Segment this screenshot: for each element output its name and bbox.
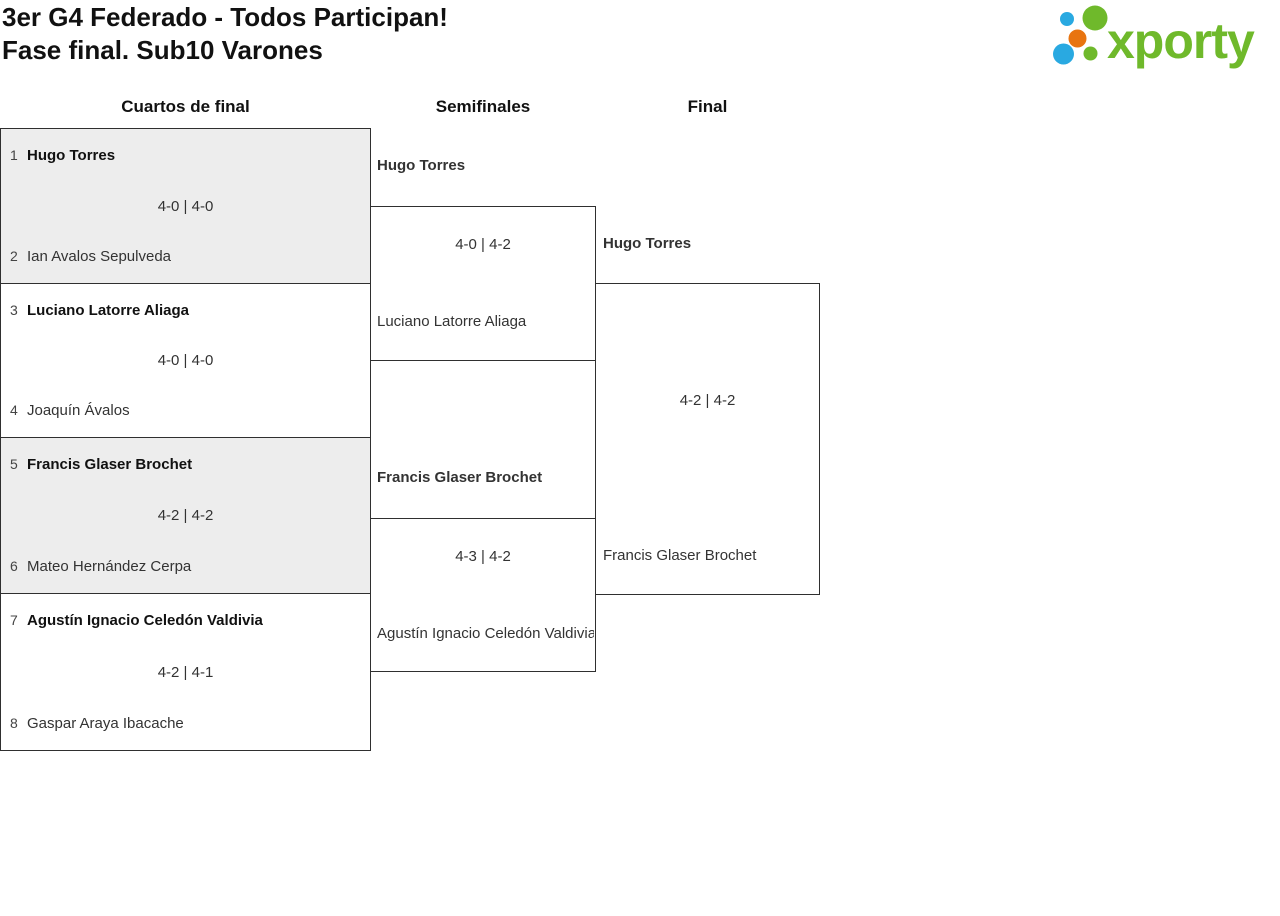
player-name: Mateo Hernández Cerpa xyxy=(27,558,192,575)
qf4-player1-row: 7 Agustín Ignacio Celedón Valdivia xyxy=(1,612,370,629)
qf3-match-box: 5 Francis Glaser Brochet 4-2 | 4-2 6 Mat… xyxy=(0,437,371,594)
match-score: 4-2 | 4-1 xyxy=(157,663,214,681)
logo-dot-green-large xyxy=(1082,5,1108,31)
match-score: 4-0 | 4-0 xyxy=(157,352,214,369)
qf2-player1-row: 3 Luciano Latorre Aliaga xyxy=(1,302,370,319)
player-name: Joaquín Ávalos xyxy=(27,402,130,419)
logo-dot-blue-small xyxy=(1060,12,1074,26)
seed-number: 3 xyxy=(10,302,18,318)
qf1-player1-row: 1 Hugo Torres xyxy=(1,147,370,164)
header: 3er G4 Federado - Todos Participan! Fase… xyxy=(2,1,448,67)
sf1-connector-box xyxy=(370,206,596,361)
sf1-player2-name: Luciano Latorre Aliaga xyxy=(377,313,527,330)
xporty-logo[interactable]: xporty xyxy=(1045,3,1275,73)
logo-dot-green-small xyxy=(1083,46,1098,61)
page-title: 3er G4 Federado - Todos Participan! xyxy=(2,2,448,32)
final-connector-box xyxy=(595,283,820,595)
player-name: Ian Avalos Sepulveda xyxy=(27,248,172,265)
sf2-match-score: 4-3 | 4-2 xyxy=(455,548,511,565)
seed-number: 4 xyxy=(10,402,18,418)
qf2-match-box: 3 Luciano Latorre Aliaga 4-0 | 4-0 4 Joa… xyxy=(0,283,371,438)
qf3-player1-row: 5 Francis Glaser Brochet xyxy=(1,456,370,473)
qf2-player2-row: 4 Joaquín Ávalos xyxy=(1,402,370,419)
match-score: 4-0 | 4-0 xyxy=(157,197,214,215)
qf4-match-box: 7 Agustín Ignacio Celedón Valdivia 4-2 |… xyxy=(0,593,371,751)
player-name: Hugo Torres xyxy=(27,147,116,164)
logo-wordmark: xporty xyxy=(1107,13,1255,69)
seed-number: 5 xyxy=(10,456,18,472)
seed-number: 6 xyxy=(10,558,18,574)
seed-number: 8 xyxy=(10,715,18,731)
column-header-final: Final xyxy=(687,97,728,116)
column-header-quarterfinals: Cuartos de final xyxy=(121,97,250,116)
qf4-player2-row: 8 Gaspar Araya Ibacache xyxy=(1,715,370,732)
seed-number: 7 xyxy=(10,612,18,628)
match-score: 4-2 | 4-2 xyxy=(157,507,214,524)
seed-number: 1 xyxy=(10,147,18,163)
logo-dot-orange xyxy=(1068,29,1087,48)
sf1-match-score: 4-0 | 4-2 xyxy=(455,236,511,253)
seed-number: 2 xyxy=(10,248,18,264)
column-header-semifinals: Semifinales xyxy=(435,97,531,116)
final-match-score: 4-2 | 4-2 xyxy=(679,392,736,409)
sf2-player2-name: Agustín Ignacio Celedón Valdivia xyxy=(377,625,594,642)
final-player1-name: Hugo Torres xyxy=(603,235,692,252)
xporty-logo-dots-icon: xporty xyxy=(1053,5,1256,69)
sf1-player1-name: Hugo Torres xyxy=(377,157,466,174)
qf3-player2-row: 6 Mateo Hernández Cerpa xyxy=(1,558,370,575)
qf1-match-box: 1 Hugo Torres 4-0 | 4-0 2 Ian Avalos Sep… xyxy=(0,128,371,284)
player-name: Francis Glaser Brochet xyxy=(27,456,193,473)
qf1-player2-row: 2 Ian Avalos Sepulveda xyxy=(1,248,370,265)
sf2-player1-name: Francis Glaser Brochet xyxy=(377,469,543,486)
player-name: Agustín Ignacio Celedón Valdivia xyxy=(27,612,263,629)
page-subtitle: Fase final. Sub10 Varones xyxy=(2,35,323,65)
final-player2-name: Francis Glaser Brochet xyxy=(603,547,757,564)
logo-dot-blue-large xyxy=(1053,43,1074,65)
player-name: Luciano Latorre Aliaga xyxy=(27,302,189,319)
sf2-connector-box xyxy=(370,518,596,672)
player-name: Gaspar Araya Ibacache xyxy=(27,715,184,732)
